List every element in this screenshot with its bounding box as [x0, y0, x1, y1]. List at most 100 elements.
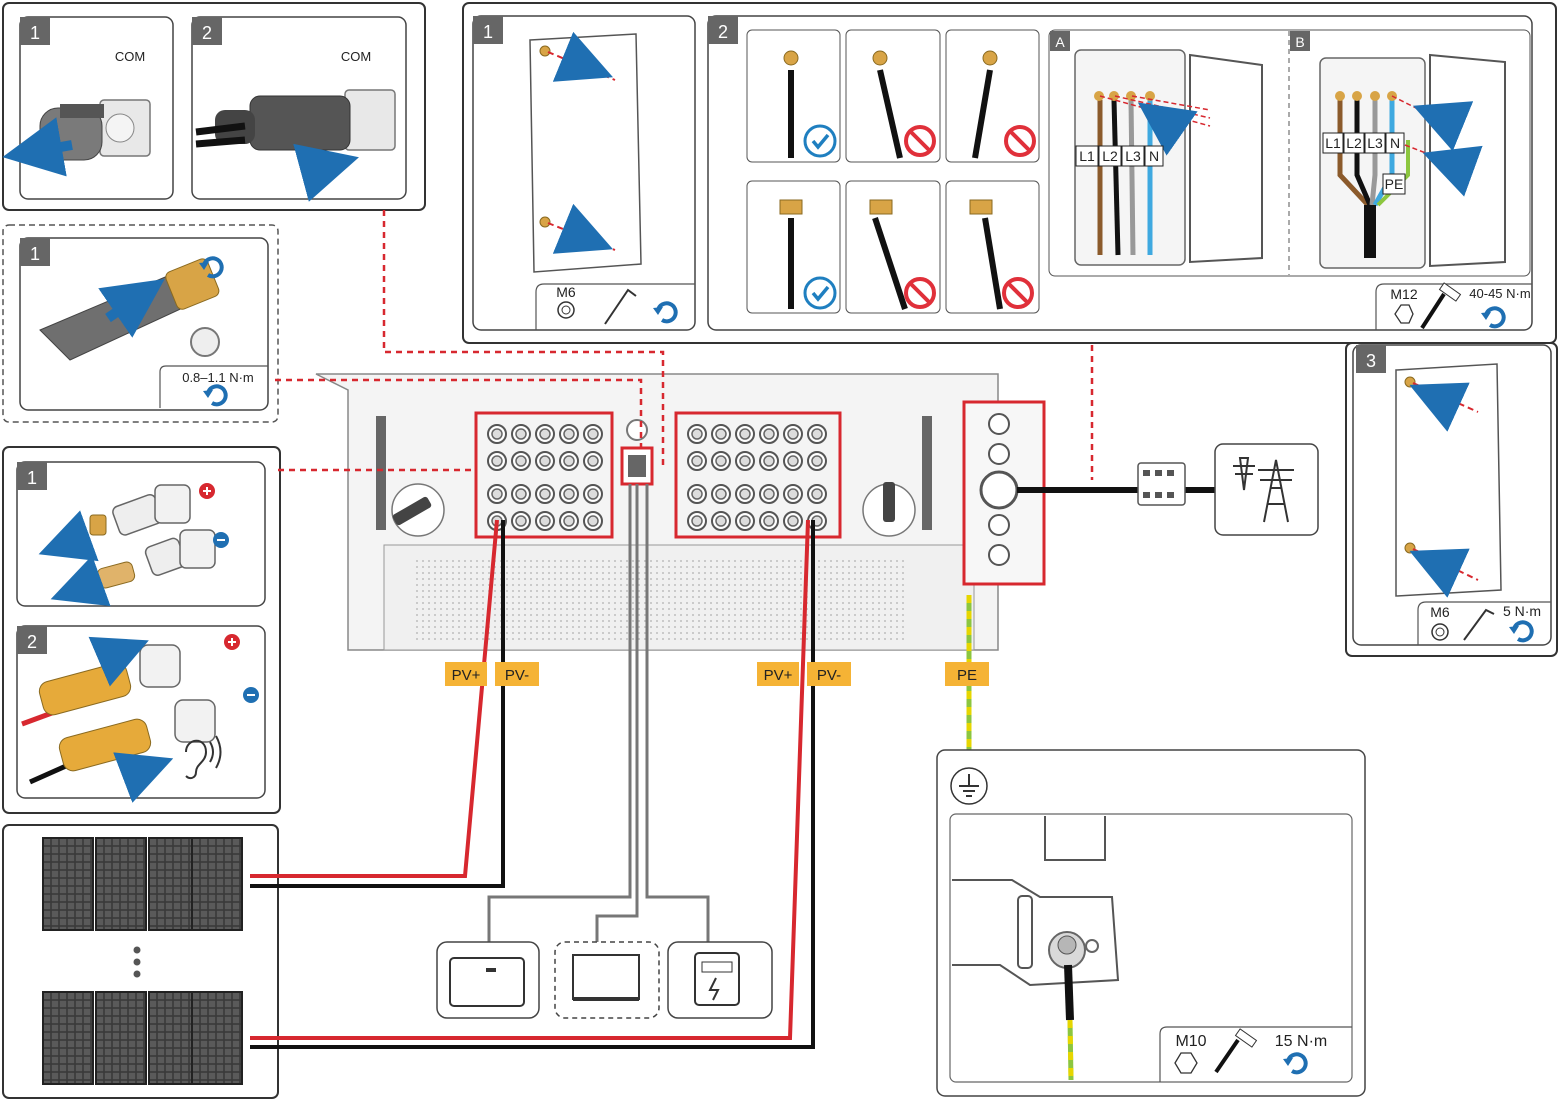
screw-head-icon — [1394, 304, 1414, 324]
pe-label: PE — [1385, 176, 1404, 192]
close-cover-panel: 3 M6 5 N·m — [1345, 342, 1558, 657]
close-cover-step-3: 3 — [1366, 351, 1376, 371]
pv-input-port — [487, 424, 507, 444]
phase-label: L1 — [1079, 148, 1095, 164]
pv-input-port — [807, 451, 827, 471]
power-meter-icon — [694, 952, 740, 1006]
pv-input-port — [759, 511, 779, 531]
ear-icon — [185, 735, 222, 780]
arrow-icon — [50, 555, 111, 607]
pv-input-port — [711, 484, 731, 504]
cover-screw-label: M6 — [556, 284, 576, 300]
pv-input-port — [687, 451, 707, 471]
pv-array-panel — [2, 824, 279, 1099]
phase-label: N — [1149, 148, 1159, 164]
pv-input-port — [783, 511, 803, 531]
phase-labels-a: L1 L2 L3 N — [1075, 145, 1164, 167]
dc-step-2: 2 — [27, 632, 37, 652]
pv-input-port — [487, 484, 507, 504]
close-cover-screw-label: M6 — [1430, 604, 1450, 620]
ac-sub-a: A — [1055, 34, 1065, 50]
pv-positive-tag: PV+ — [764, 667, 793, 684]
com-cable-illustration — [195, 89, 396, 151]
arrow-icon — [552, 203, 613, 254]
terminal-examples — [746, 29, 1040, 314]
dc-step-1: 1 — [27, 468, 37, 488]
pv-input-port — [511, 484, 531, 504]
ac-box-b — [1319, 53, 1506, 269]
arrow-icon — [1137, 102, 1198, 156]
arrow-icon — [1409, 382, 1470, 432]
pv-input-port — [735, 451, 755, 471]
phase-label: L3 — [1367, 135, 1383, 151]
pv-ports-left-highlight — [474, 411, 614, 539]
pv-input-port — [735, 511, 755, 531]
screw-head-icon — [1431, 623, 1449, 641]
arrow-icon — [293, 143, 359, 202]
pv-input-port — [807, 424, 827, 444]
pv-input-port — [783, 484, 803, 504]
dc-switch-2 — [862, 482, 916, 537]
pv-input-port — [759, 484, 779, 504]
pv-input-port — [687, 511, 707, 531]
arrow-icon — [88, 636, 149, 687]
com-label-2: COM — [341, 49, 371, 64]
pv-input-port — [511, 424, 531, 444]
grid-panel — [1214, 443, 1319, 536]
pv-positive-tag: PV+ — [452, 667, 481, 684]
com-connector-panel: 1 COM 2 COM — [2, 2, 426, 211]
allen-key-icon — [1463, 608, 1495, 641]
arrow-icon — [1409, 548, 1470, 598]
minus-icon — [213, 532, 229, 548]
arrow-icon — [1422, 145, 1483, 197]
phase-labels-b: L1 L2 L3 N PE — [1322, 132, 1406, 195]
com-cables — [487, 484, 710, 942]
usb-dongle-panel: 1 0.8–1.1 N·m — [2, 224, 279, 423]
usb-step-1: 1 — [30, 244, 40, 264]
pv-input-port — [711, 511, 731, 531]
cover-step-1: 1 — [483, 22, 493, 42]
check-icon — [803, 124, 837, 158]
pv-input-port — [559, 424, 579, 444]
pv-input-port — [583, 511, 603, 531]
arrow-icon — [38, 510, 99, 562]
pe-tag: PE — [957, 667, 977, 684]
arrow-icon — [552, 31, 613, 82]
ac-bolt-label: M12 — [1390, 286, 1417, 302]
arrow-icon — [1413, 101, 1474, 152]
pv-input-port — [583, 424, 603, 444]
pv-input-port — [783, 451, 803, 471]
com-step-2: 2 — [202, 23, 212, 43]
screw-head-icon — [1174, 1052, 1198, 1074]
com-step-1: 1 — [30, 23, 40, 43]
plus-icon — [224, 634, 240, 650]
pv-input-port — [759, 424, 779, 444]
monitor-icon — [572, 954, 640, 1000]
ellipsis-dots — [133, 946, 141, 978]
phase-label: L3 — [1125, 148, 1141, 164]
ac-step-2: 2 — [718, 22, 728, 42]
close-cover-torque-label: 5 N·m — [1503, 603, 1541, 619]
inverter — [315, 373, 1046, 651]
pv-input-port — [711, 451, 731, 471]
pv-ports-right-highlight — [674, 411, 842, 539]
arrow-icon — [113, 752, 174, 803]
pv-input-port — [559, 451, 579, 471]
pv-input-port — [487, 451, 507, 471]
check-icon — [803, 276, 837, 310]
pv-string-1 — [42, 837, 243, 931]
callout-leaders — [275, 210, 1094, 480]
smart-logger-icon — [449, 957, 525, 1007]
forbidden-icon — [904, 277, 936, 309]
usb-torque-label: 0.8–1.1 N·m — [182, 370, 254, 385]
pv-input-port — [735, 424, 755, 444]
torque-wrench-icon — [1420, 282, 1462, 330]
grounding-panel: M10 15 N·m — [936, 749, 1366, 1097]
pv-input-port — [807, 511, 827, 531]
grounding-detail — [952, 816, 1120, 987]
pv-input-port — [511, 451, 531, 471]
comm-devices — [436, 941, 773, 1019]
pv-input-port — [759, 451, 779, 471]
dc-connector-panel: 1 2 — [2, 446, 281, 814]
